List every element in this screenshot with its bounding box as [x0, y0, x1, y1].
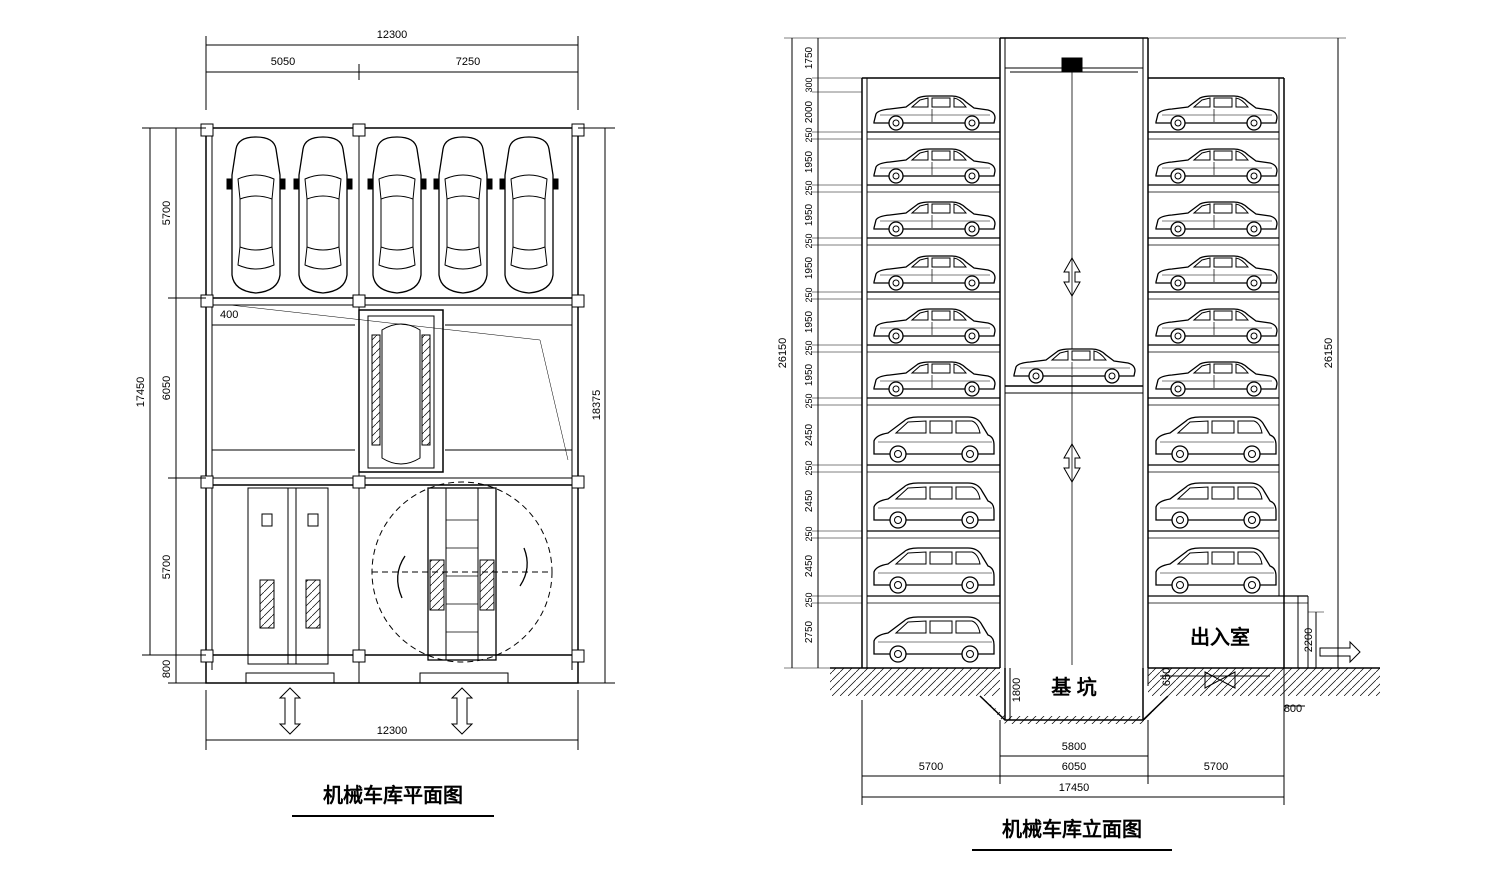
elev-left-dim-11: 250	[804, 340, 814, 355]
elev-left-dim-15: 250	[804, 460, 814, 475]
plan-dim-right-bay: 7250	[456, 56, 480, 68]
elev-left-dim-18: 2450	[804, 554, 815, 577]
elev-left-dim-12: 1950	[804, 363, 815, 386]
plan-dim-total-width: 12300	[377, 29, 408, 41]
elev-left-dim-3: 250	[804, 127, 814, 142]
elev-left-dim-17: 250	[804, 526, 814, 541]
elev-dim-right-bay: 5700	[1204, 761, 1228, 773]
plan-dim-row-top: 5700	[161, 201, 173, 225]
elev-dim-shaft-inner: 5800	[1062, 741, 1086, 753]
plan-dim-left-bay: 5050	[271, 56, 295, 68]
elev-pit-label: 基 坑	[1051, 675, 1097, 699]
elev-dim-pit-depth: 1800	[1011, 678, 1023, 702]
elev-dim-total-height-right: 26150	[1323, 338, 1335, 369]
plan-dim-bottom-width: 12300	[377, 725, 408, 737]
plan-dim-total-depth: 17450	[135, 377, 147, 408]
plan-dim-row-bot: 5700	[161, 555, 173, 579]
elev-dim-shaft: 6050	[1062, 761, 1086, 773]
elev-dim-total-height: 26150	[777, 338, 789, 369]
elev-left-dim-4: 1950	[804, 150, 815, 173]
elev-left-dim-0: 1750	[804, 46, 815, 69]
elev-dim-left-bay: 5700	[919, 761, 943, 773]
elev-left-dim-5: 250	[804, 180, 814, 195]
elev-left-dim-8: 1950	[804, 256, 815, 279]
elev-left-dim-13: 250	[804, 393, 814, 408]
plan-title: 机械车库平面图	[323, 783, 463, 807]
plan-dim-edge: 800	[161, 660, 173, 678]
elev-left-dim-20: 2750	[804, 620, 815, 643]
elev-dim-entrance-height: 2200	[1303, 628, 1315, 652]
elev-left-dim-14: 2450	[804, 423, 815, 446]
elev-dim-sill: 650	[1161, 668, 1173, 686]
elev-left-dim-2: 2000	[804, 100, 815, 123]
elev-entrance-label: 出入室	[1190, 625, 1250, 649]
elev-left-dim-6: 1950	[804, 203, 815, 226]
elev-dim-total: 17450	[1059, 782, 1090, 794]
plan-dim-outer-depth: 18375	[591, 390, 603, 421]
elev-left-dim-7: 250	[804, 233, 814, 248]
elevation-title: 机械车库立面图	[1002, 817, 1142, 841]
plan-view	[142, 36, 615, 817]
elev-dim-right-edge: 800	[1284, 703, 1302, 715]
elev-left-dim-10: 1950	[804, 310, 815, 333]
elev-left-dim-16: 2450	[804, 489, 815, 512]
elevation-view	[784, 37, 1380, 851]
elev-left-dim-19: 250	[804, 592, 814, 607]
elev-left-dim-9: 250	[804, 287, 814, 302]
elevation-left-dim-labels: 1750 300 2000 250 1950 250 1950 250 1950 250 1950 2…	[804, 46, 815, 643]
plan-dim-offset: 400	[220, 309, 238, 321]
plan-dim-row-mid: 6050	[161, 376, 173, 400]
elev-left-dim-1: 300	[804, 77, 814, 92]
